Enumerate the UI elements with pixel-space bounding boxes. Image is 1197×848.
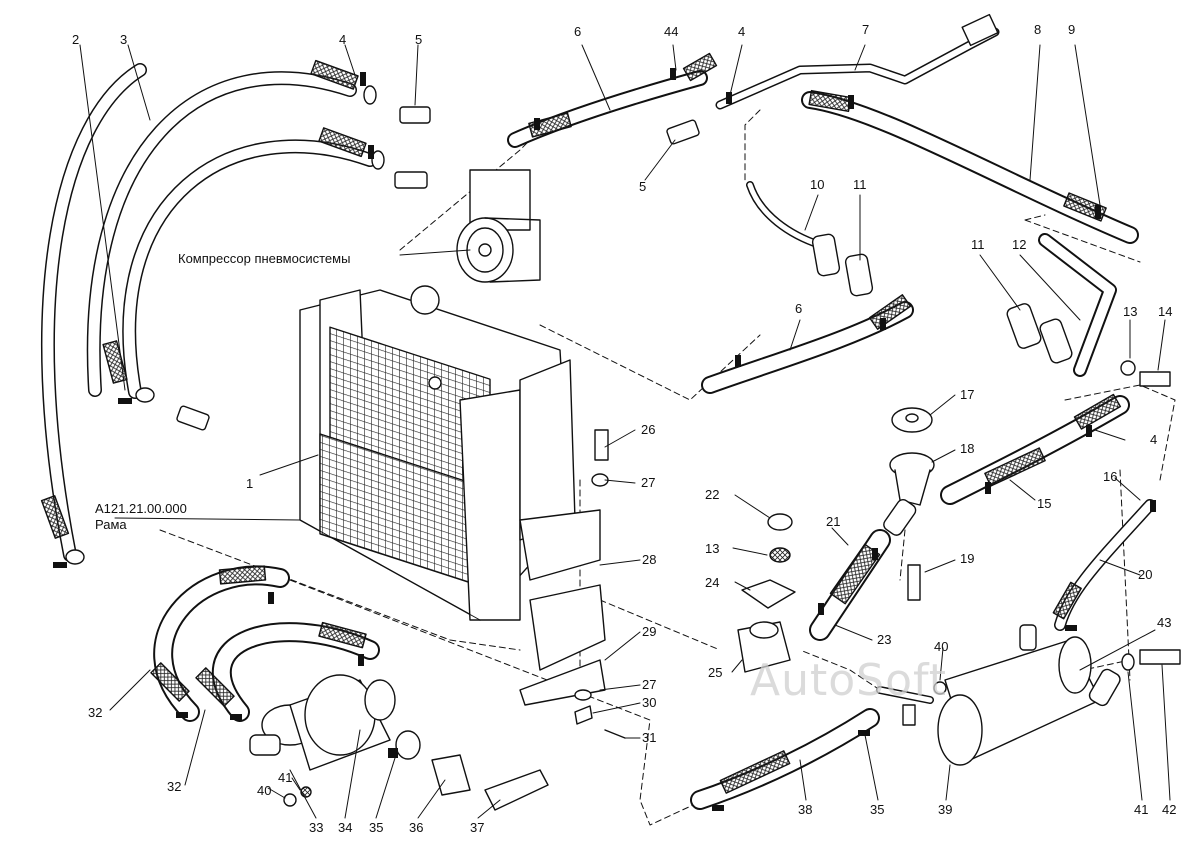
watermark: AutoSoft bbox=[750, 655, 947, 706]
callout-label: 41 bbox=[278, 770, 293, 785]
callout-label: 11 bbox=[971, 237, 985, 252]
callout-label: 32 bbox=[88, 705, 103, 720]
callout-label: 6 bbox=[574, 24, 582, 39]
callout-label: 39 bbox=[938, 802, 953, 817]
callout-label: 2 bbox=[72, 32, 80, 47]
callout-label: 20 bbox=[1138, 567, 1153, 582]
callout-label: 22 bbox=[705, 487, 720, 502]
callout-label: 41 bbox=[1134, 802, 1149, 817]
compressor-caption: Компрессор пневмосистемы bbox=[178, 251, 351, 266]
callout-label: 13 bbox=[1123, 304, 1138, 319]
callout-label: 13 bbox=[705, 541, 720, 556]
callout-label: 19 bbox=[960, 551, 975, 566]
callout-label: 40 bbox=[934, 639, 949, 654]
callout-label: 44 bbox=[664, 24, 679, 39]
callout-label: 17 bbox=[960, 387, 975, 402]
callout-label: 35 bbox=[369, 820, 384, 835]
callout-label: 42 bbox=[1162, 802, 1177, 817]
callout-label: 31 bbox=[642, 730, 657, 745]
callout-label: 4 bbox=[738, 24, 746, 39]
callout-label: 4 bbox=[1150, 432, 1158, 447]
callout-label: 12 bbox=[1012, 237, 1027, 252]
callout-label: 34 bbox=[338, 820, 353, 835]
callout-label: 21 bbox=[826, 514, 841, 529]
callout-label: 4 bbox=[339, 32, 347, 47]
callout-label: 23 bbox=[877, 632, 892, 647]
callout-label: 8 bbox=[1034, 22, 1042, 37]
callout-label: 10 bbox=[810, 177, 825, 192]
callout-label: 25 bbox=[708, 665, 723, 680]
frame-name-caption: Рама bbox=[95, 517, 127, 532]
callout-label: 33 bbox=[309, 820, 324, 835]
callout-label: 11 bbox=[853, 177, 867, 192]
callout-label: 18 bbox=[960, 441, 975, 456]
callout-label: 14 bbox=[1158, 304, 1173, 319]
callout-label: 40 bbox=[257, 783, 272, 798]
callout-label: 3 bbox=[120, 32, 128, 47]
callout-label: 9 bbox=[1068, 22, 1076, 37]
callout-label: 37 bbox=[470, 820, 485, 835]
callout-label: 38 bbox=[798, 802, 813, 817]
callout-label: 27 bbox=[641, 475, 656, 490]
frame-code-caption: A121.21.00.000 bbox=[95, 501, 187, 516]
callout-label: 32 bbox=[167, 779, 182, 794]
callout-label: 24 bbox=[705, 575, 720, 590]
callout-label: 15 bbox=[1037, 496, 1052, 511]
callout-label: 26 bbox=[641, 422, 656, 437]
callout-label: 30 bbox=[642, 695, 657, 710]
callout-label: 6 bbox=[795, 301, 803, 316]
callout-label: 16 bbox=[1103, 469, 1118, 484]
callout-label: 27 bbox=[642, 677, 657, 692]
callout-label: 1 bbox=[246, 476, 254, 491]
callout-label: 28 bbox=[642, 552, 657, 567]
callout-label: 5 bbox=[415, 32, 423, 47]
callout-label: 7 bbox=[862, 22, 870, 37]
callout-label: 5 bbox=[639, 179, 647, 194]
callout-label: 43 bbox=[1157, 615, 1172, 630]
callout-label: 36 bbox=[409, 820, 424, 835]
callout-label: 35 bbox=[870, 802, 885, 817]
callout-label: 29 bbox=[642, 624, 657, 639]
